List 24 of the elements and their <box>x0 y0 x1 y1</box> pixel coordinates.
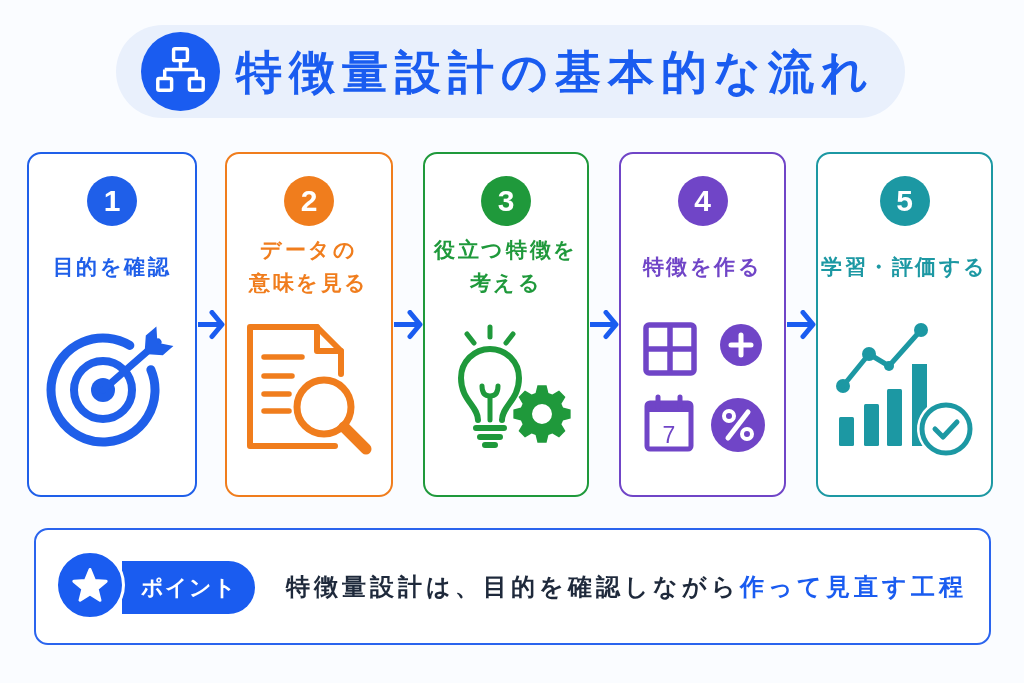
step-number: 1 <box>87 176 137 226</box>
point-tag: ポイント <box>122 561 255 614</box>
step-title: データの意味を見る <box>247 237 370 296</box>
step-number: 2 <box>284 176 334 226</box>
step-number: 4 <box>677 176 728 226</box>
title: 特徴量設計の基本的な流れ <box>236 48 875 95</box>
step-card <box>225 152 393 497</box>
arrow <box>394 310 423 339</box>
step-title: 目的を確認 <box>52 253 172 280</box>
step-title: 役立つ特徴を考える <box>432 237 579 296</box>
step-card <box>816 152 993 497</box>
calendar-date: 7 <box>662 423 676 447</box>
step-card <box>619 152 786 497</box>
point-text: 特徴量設計は、目的を確認しながら作って見直す工程 <box>286 571 967 602</box>
step-card <box>423 152 589 497</box>
arrow <box>590 310 619 339</box>
step-number: 3 <box>481 176 531 226</box>
step-title: 特徴を作る <box>642 253 763 280</box>
step-number: 5 <box>879 176 930 226</box>
arrow <box>198 310 225 339</box>
step-title: 学習・評価する <box>821 253 988 280</box>
arrow <box>787 310 816 339</box>
point-panel <box>34 528 991 645</box>
step-card <box>27 152 197 497</box>
